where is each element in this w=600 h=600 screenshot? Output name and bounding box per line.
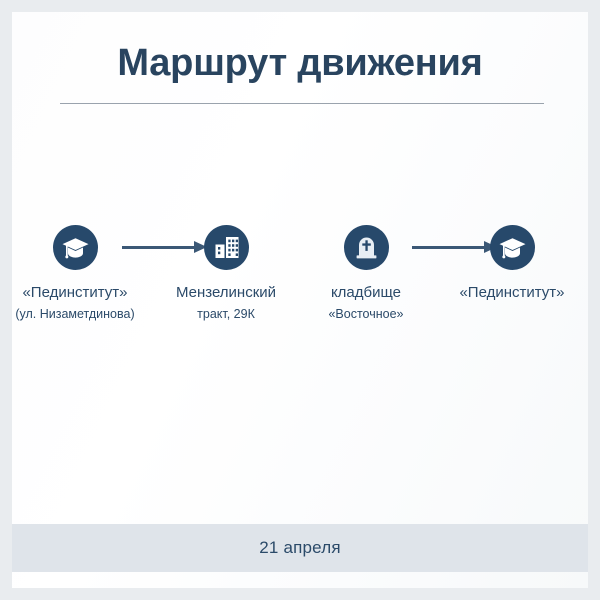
graduation-cap-icon bbox=[489, 225, 535, 270]
route-node-label-main: «Пединститут» bbox=[459, 284, 565, 301]
title-divider bbox=[60, 103, 544, 104]
office-building-icon bbox=[203, 225, 249, 270]
route-node-label-sub: «Восточное» bbox=[328, 307, 404, 321]
route-diagram: «Пединститут» (ул. Низаметдинова) bbox=[12, 225, 588, 350]
route-node-label: «Пединститут» (ул. Низаметдинова) bbox=[12, 283, 150, 324]
gravestone-icon bbox=[343, 225, 389, 270]
route-node-menzelinsky-trakt[interactable]: Мензелинский тракт, 29К bbox=[151, 225, 301, 324]
page-title: Маршрут движения bbox=[117, 42, 483, 84]
footer-bar: 21 апреля bbox=[12, 524, 588, 572]
route-node-label-sub: тракт, 29К bbox=[197, 307, 255, 321]
route-node-label-main: «Пединститут» bbox=[22, 284, 128, 301]
arrow-shaft bbox=[122, 246, 195, 249]
route-node-pedinstitut-start[interactable]: «Пединститут» (ул. Низаметдинова) bbox=[12, 225, 150, 324]
graduation-cap-icon bbox=[52, 225, 98, 270]
route-node-label-main: кладбище bbox=[330, 284, 402, 301]
route-node-label: кладбище «Восточное» bbox=[291, 283, 441, 324]
route-node-label-sub: (ул. Низаметдинова) bbox=[15, 307, 135, 321]
footer-date: 21 апреля bbox=[259, 538, 341, 557]
slide-background bbox=[12, 12, 588, 588]
slide: Маршрут движения «Пединститу bbox=[12, 12, 588, 588]
route-node-cemetery-vostochnoe[interactable]: кладбище «Восточное» bbox=[291, 225, 441, 324]
arrow-shaft bbox=[412, 246, 485, 249]
route-node-label: «Пединститут» bbox=[437, 283, 587, 303]
route-node-label: Мензелинский тракт, 29К bbox=[151, 283, 301, 324]
route-node-pedinstitut-end[interactable]: «Пединститут» bbox=[437, 225, 587, 304]
route-node-label-main: Мензелинский bbox=[175, 284, 277, 301]
title-block: Маршрут движения bbox=[12, 40, 588, 86]
